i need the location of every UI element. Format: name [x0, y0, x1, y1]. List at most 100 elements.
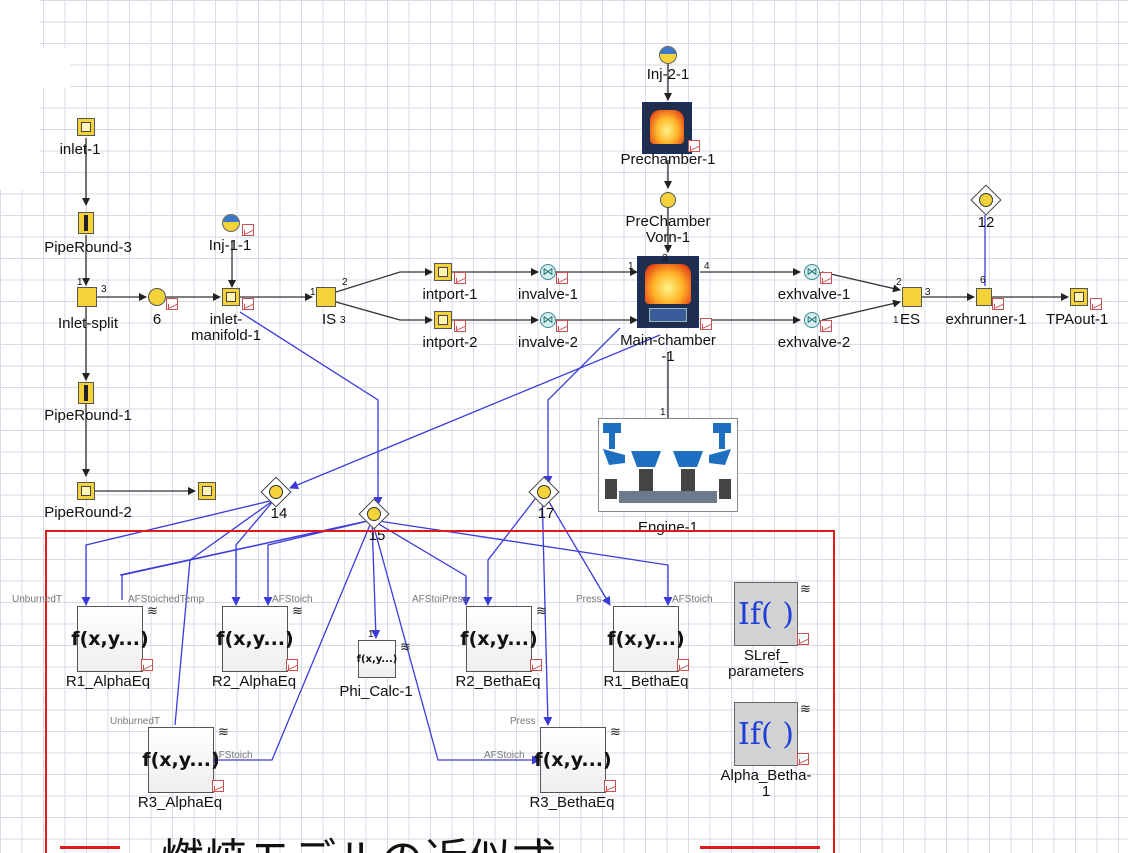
main-chamber-icon[interactable] — [637, 256, 699, 328]
exhvalve-2-label: exhvalve-2 — [777, 334, 851, 351]
plot-icon — [212, 780, 224, 792]
port-number: 1 — [368, 629, 374, 640]
end-boundary-icon[interactable] — [198, 482, 216, 500]
r3-betha-label: R3_BethaEq — [529, 794, 615, 811]
sensor-17-label: 17 — [537, 505, 555, 522]
pipe-round-1-icon[interactable] — [78, 382, 94, 404]
signal-icon: ≋ — [610, 724, 621, 739]
port-number: 3 — [340, 315, 346, 326]
signal-icon: ≋ — [147, 603, 158, 618]
port-number: 3 — [101, 284, 107, 295]
approximation-highlight-box — [45, 530, 835, 853]
port-number: 2 — [342, 277, 348, 288]
exhrunner-icon[interactable] — [976, 288, 992, 306]
port-label-afstoich: AFStoich — [672, 594, 713, 605]
prechamber-icon[interactable] — [642, 102, 692, 154]
plot-icon — [700, 318, 712, 330]
engine-icon[interactable] — [598, 418, 738, 512]
r2-alpha-function-block[interactable]: f(x,y...) — [216, 606, 294, 672]
main-chamber-label: Main-chamber -1 — [620, 332, 716, 365]
injector-2-icon[interactable] — [659, 46, 677, 64]
port-number: 3 — [925, 287, 931, 298]
is-label: IS — [322, 311, 337, 328]
invalve-1-icon[interactable]: ⋈ — [540, 264, 556, 280]
es-label: ES — [900, 311, 921, 328]
r1-betha-function-block[interactable]: f(x,y...) — [607, 606, 685, 672]
r3-alpha-label: R3_AlphaEq — [137, 794, 223, 811]
slref-if-block[interactable]: If( ) — [734, 582, 798, 646]
canvas-blank-area — [0, 0, 40, 190]
plot-icon — [797, 633, 809, 645]
r1-alpha-function-block[interactable]: f(x,y...) — [71, 606, 149, 672]
slref-label: SLref_ parameters — [728, 647, 804, 680]
sensor-14-label: 14 — [270, 505, 288, 522]
caption-line-right — [700, 846, 820, 849]
inlet-boundary-icon[interactable] — [77, 118, 95, 136]
pipe-round-3-label: PipeRound-3 — [44, 239, 132, 256]
r3-betha-function-block[interactable]: f(x,y...) — [534, 727, 612, 793]
port-number: 1 — [893, 315, 899, 326]
alpha-betha-label: Alpha_Betha- 1 — [720, 767, 812, 800]
intport-1-icon[interactable] — [434, 263, 452, 281]
canvas-blank-area — [0, 48, 70, 88]
injector-2-label: Inj-2-1 — [646, 66, 690, 83]
port-label-overlap: AFStoichedTemp — [128, 594, 205, 605]
tpaout-label: TPAout-1 — [1046, 311, 1109, 328]
is-splitter-icon[interactable] — [316, 287, 336, 307]
pipe-round-3-icon[interactable] — [78, 212, 94, 234]
prechamber-label: Prechamber-1 — [620, 151, 716, 168]
port-label-afstoich: AFStoich — [484, 750, 525, 761]
port-label-afstoich: AFStoich — [272, 594, 313, 605]
port-label-press: Press — [510, 716, 536, 727]
r3-alpha-function-block[interactable]: f(x,y...) — [142, 727, 220, 793]
plot-icon — [556, 272, 568, 284]
plot-icon — [820, 272, 832, 284]
orifice-6-icon[interactable] — [148, 288, 166, 306]
injector-1-label: Inj-1-1 — [208, 237, 252, 254]
r1-betha-label: R1_BethaEq — [603, 673, 689, 690]
r2-betha-function-block[interactable]: f(x,y...) — [460, 606, 538, 672]
plot-icon — [677, 659, 689, 671]
plot-icon — [454, 320, 466, 332]
phi-calc-function-block[interactable]: f(x,y...) — [357, 640, 397, 678]
intport-2-icon[interactable] — [434, 311, 452, 329]
port-number: 1 — [77, 277, 83, 288]
plot-icon — [1090, 298, 1102, 310]
plot-icon — [286, 659, 298, 671]
exhvalve-1-label: exhvalve-1 — [777, 286, 851, 303]
r2-betha-label: R2_BethaEq — [455, 673, 541, 690]
port-label-press: Press — [576, 594, 602, 605]
tpaout-icon[interactable] — [1070, 288, 1088, 306]
exhrunner-label: exhrunner-1 — [945, 311, 1027, 328]
exhvalve-1-icon[interactable]: ⋈ — [804, 264, 820, 280]
port-label-unburned-t: UnburnedT — [110, 716, 161, 727]
plot-icon — [141, 659, 153, 671]
prechamber-orifice-icon[interactable] — [660, 192, 676, 208]
port-number: 6 — [980, 275, 986, 286]
port-label-afstoich-press: AFStoiPress — [412, 594, 468, 605]
inlet-manifold-icon[interactable] — [222, 288, 240, 306]
japanese-caption: 燃焼モデルの近似式 — [160, 824, 556, 853]
signal-icon: ≋ — [292, 603, 303, 618]
port-number: 1 — [628, 261, 634, 272]
plot-icon — [530, 659, 542, 671]
invalve-2-icon[interactable]: ⋈ — [540, 312, 556, 328]
es-junction-icon[interactable] — [902, 287, 922, 307]
r2-alpha-label: R2_AlphaEq — [211, 673, 297, 690]
invalve-2-label: invalve-2 — [517, 334, 579, 351]
inlet-split-icon[interactable] — [77, 287, 97, 307]
plot-icon — [166, 298, 178, 310]
prechamber-orifice-label: PreChamber Vorn-1 — [625, 213, 711, 246]
pipe-round-2-icon[interactable] — [77, 482, 95, 500]
plot-icon — [604, 780, 616, 792]
port-number: 2 — [896, 277, 902, 288]
injector-1-icon[interactable] — [222, 214, 240, 232]
signal-icon: ≋ — [800, 701, 811, 716]
exhvalve-2-icon[interactable]: ⋈ — [804, 312, 820, 328]
signal-icon: ≋ — [536, 603, 547, 618]
sensor-12-label: 12 — [977, 214, 995, 231]
plot-icon — [688, 140, 700, 152]
alpha-betha-if-block[interactable]: If( ) — [734, 702, 798, 766]
